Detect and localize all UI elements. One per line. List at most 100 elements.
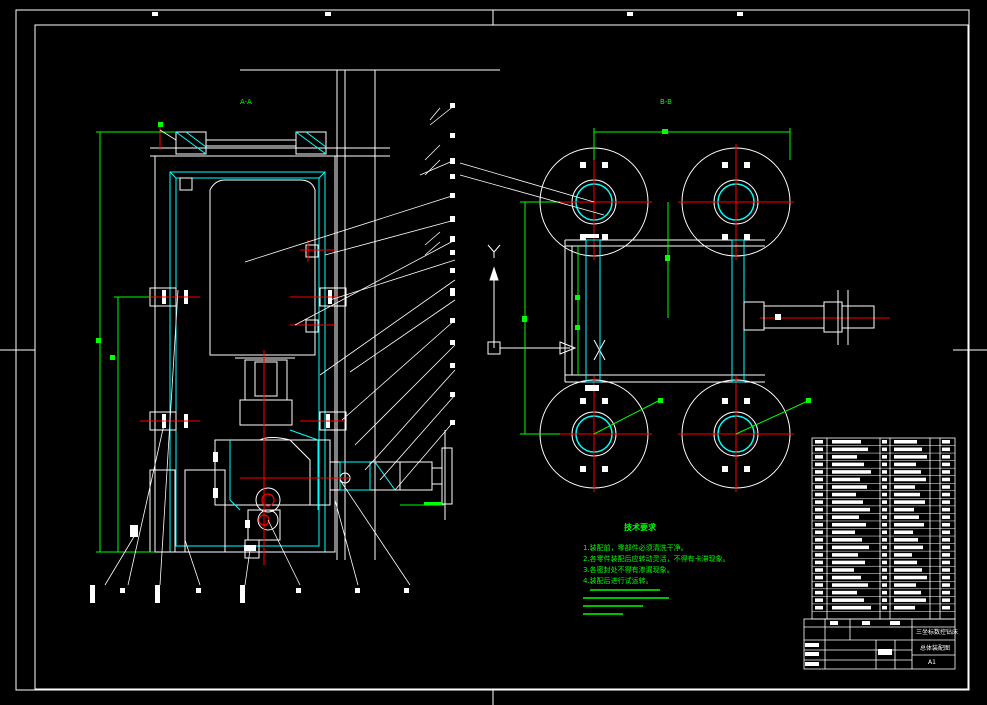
technical-requirements: 技术要求 1.装配前，零部件必须清洗干净。 2.各零件装配后应转动灵活，不得有卡…: [583, 522, 730, 615]
parts-list-cell-text: [894, 568, 922, 572]
parts-list-cell-text: [894, 530, 913, 535]
parts-list-cell-text: [882, 462, 887, 467]
parts-list-cell-text: [815, 560, 823, 565]
parts-list-cell-text: [942, 440, 950, 444]
parts-list-cell-text: [832, 477, 860, 482]
parts-list-cell-text: [832, 568, 854, 572]
parts-list-cell-text: [894, 583, 916, 587]
parts-list-cell-text: [882, 553, 887, 557]
tech-req-item-3: 3.各密封处不得有渗漏现象。: [583, 565, 674, 574]
parts-list-cell-text: [942, 515, 950, 519]
drawing-frame: [0, 9, 987, 705]
right-view: B-B: [459, 98, 890, 492]
title-block-subtitle: 总体装配图: [920, 644, 950, 652]
parts-list-cell-text: [894, 462, 916, 467]
title-block-title: 三坐标数控钻床: [916, 628, 958, 636]
parts-list-cell-text: [815, 440, 823, 444]
parts-list-cell-text: [815, 583, 823, 587]
parts-list-cell-text: [882, 492, 887, 497]
parts-list-cell-text: [815, 447, 823, 452]
title-block: [803, 618, 956, 670]
parts-list-cell-text: [832, 455, 857, 459]
parts-list-cell-text: [894, 590, 921, 595]
parts-list-cell-text: [882, 605, 887, 610]
housing-section: [169, 171, 326, 553]
parts-list-cell-text: [894, 545, 923, 550]
parts-list-cell-text: [894, 485, 915, 489]
left-view: A-A: [90, 69, 500, 603]
parts-list-cell-text: [815, 507, 823, 512]
parts-list-cell-text: [882, 575, 887, 580]
parts-list-cell-text: [942, 575, 950, 580]
parts-list-cell-text: [815, 522, 823, 527]
title-block-drawing-no: A1: [928, 659, 936, 666]
parts-list-cell-text: [894, 492, 920, 497]
left-dimensions: [96, 131, 445, 553]
parts-list-cell-text: [815, 470, 823, 474]
parts-list-cell-text: [942, 590, 950, 595]
leader-lines: [104, 104, 456, 586]
parts-list-cell-text: [815, 598, 823, 602]
parts-list-cell-text: [894, 560, 917, 565]
axis-indicator: [487, 244, 577, 355]
parts-list-cell-text: [942, 470, 950, 474]
parts-list-cell-text: [942, 477, 950, 482]
parts-list-cell-text: [942, 583, 950, 587]
side-motor: [743, 290, 875, 345]
parts-list-cell-text: [942, 485, 950, 489]
parts-list-cell-text: [815, 485, 823, 489]
tech-req-item-4: 4.装配后进行试运转。: [583, 576, 653, 585]
parts-list-cell-text: [882, 447, 887, 452]
gearbox: [214, 399, 331, 559]
parts-list-cell-text: [815, 538, 823, 542]
parts-list-cell-text: [894, 455, 927, 459]
parts-list-cell-text: [894, 477, 926, 482]
parts-list-cell-text: [882, 522, 887, 527]
parts-list-cell-text: [894, 598, 926, 602]
parts-list-cell-text: [832, 590, 857, 595]
left-view-title: A-A: [240, 98, 252, 106]
parts-list-cell-text: [815, 477, 823, 482]
parts-list-cell-text: [894, 515, 919, 519]
parts-list-cell-text: [832, 605, 871, 610]
parts-list-cell-text: [942, 560, 950, 565]
parts-list-cell-text: [832, 447, 868, 452]
flange-bolts: [580, 162, 750, 472]
top-bracket: [175, 131, 327, 155]
parts-list-cell-text: [882, 560, 887, 565]
parts-list-cell-text: [815, 530, 823, 535]
right-view-title: B-B: [660, 98, 672, 106]
parts-list-cell-text: [832, 545, 869, 550]
parts-list-cell-text: [815, 462, 823, 467]
output-shaft: [329, 430, 453, 520]
parts-list-cell-text: [815, 545, 823, 550]
parts-list-cell-text: [815, 515, 823, 519]
parts-list-cell-text: [832, 492, 856, 497]
parts-list-cell-text: [882, 477, 887, 482]
parts-list-cell-text: [832, 560, 865, 565]
parts-list-cell-text: [882, 470, 887, 474]
parts-list-cell-text: [815, 553, 823, 557]
parts-list-cell-text: [894, 522, 924, 527]
parts-list-cell-text: [894, 447, 922, 452]
parts-list-cell-text: [882, 545, 887, 550]
parts-list-cell-text: [832, 462, 864, 467]
parts-list-cell-text: [882, 455, 887, 459]
parts-list-cell-text: [942, 462, 950, 467]
parts-list-cell-text: [832, 530, 855, 535]
parts-list-cell-text: [882, 507, 887, 512]
parts-list-cell-text: [832, 485, 867, 489]
right-dimensions: [520, 128, 811, 435]
parts-list-cell-text: [832, 598, 864, 602]
parts-list-cell-text: [942, 568, 950, 572]
parts-list-cell-text: [832, 470, 871, 474]
parts-list-cell-text: [894, 500, 925, 504]
parts-list-cell-text: [942, 492, 950, 497]
parts-list-cell-text: [942, 455, 950, 459]
parts-list-cell-text: [942, 500, 950, 504]
parts-list-cell-text: [815, 590, 823, 595]
parts-list-cell-text: [815, 568, 823, 572]
parts-list-cell-text: [942, 545, 950, 550]
parts-list-cell-text: [882, 440, 887, 444]
